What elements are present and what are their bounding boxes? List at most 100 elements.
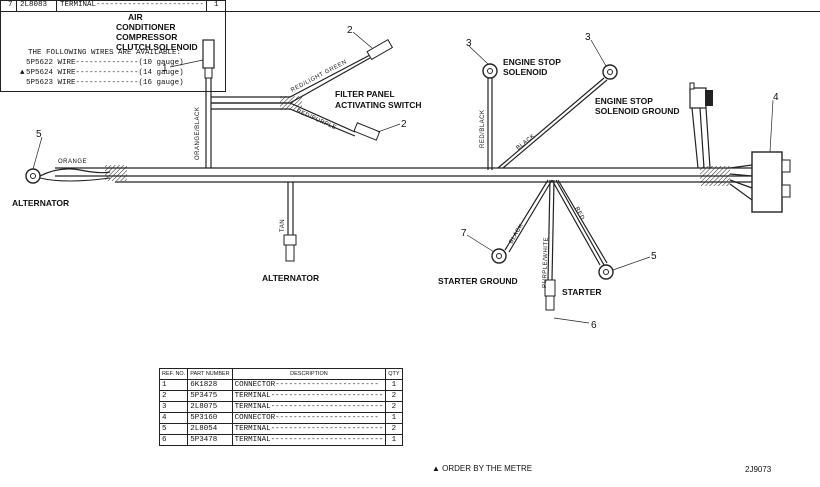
cell-qty: 2 xyxy=(385,423,403,435)
callout-4: 4 xyxy=(773,92,779,103)
parts-table-continued: 7 2L8083 TERMINAL-----------------------… xyxy=(0,0,820,92)
order-footnote: ▲ ORDER BY THE METRE xyxy=(432,464,533,473)
callout-2a: 2 xyxy=(347,25,353,36)
cell-desc: CONNECTOR----------------------- xyxy=(231,379,387,391)
table-row: 2 5P3475 TERMINAL-----------------------… xyxy=(158,390,403,402)
engine-stop-terminal xyxy=(482,63,498,170)
label-engine-ground-2: SOLENOID GROUND xyxy=(595,106,680,116)
col-qty: QTY xyxy=(385,368,403,380)
wire-label-orange: ORANGE xyxy=(58,159,87,165)
list-item: 5P5622 WIRE--------------(10 gauge) xyxy=(20,58,184,68)
col-part: PART NUMBER xyxy=(187,368,233,380)
table-row: 3 2L8075 TERMINAL-----------------------… xyxy=(158,401,403,413)
label-engine-stop-2: SOLENOID xyxy=(503,67,547,77)
wire-label-black-lower: BLACK xyxy=(509,223,525,245)
drawing-number: 2J9073 xyxy=(745,465,772,474)
alternator-left-terminal xyxy=(25,168,111,184)
wire-label-red-black: RED/BLACK xyxy=(480,109,486,148)
cell-qty: 2 xyxy=(385,401,403,413)
cell-ref: 3 xyxy=(158,401,189,413)
col-ref: REF. NO. xyxy=(158,368,189,380)
engine-ground-terminal xyxy=(497,64,618,169)
cell-ref: 4 xyxy=(158,412,189,424)
ac-solenoid-connector xyxy=(202,39,215,168)
wire-part: 5P5623 xyxy=(26,79,54,87)
label-alternator-left: ALTERNATOR xyxy=(12,198,69,208)
cell-ref: 5 xyxy=(158,423,189,435)
list-item: 5P5623 WIRE--------------(16 gauge) xyxy=(20,78,184,88)
wire-desc: WIRE xyxy=(57,79,76,87)
cell-desc: TERMINAL------------------------- xyxy=(231,390,387,402)
cell-part: 5P3160 xyxy=(187,412,233,424)
callout-1: 1 xyxy=(162,63,168,74)
cell-qty: 1 xyxy=(385,379,403,391)
cell-qty: 1 xyxy=(214,1,219,9)
order-mark: ▲ xyxy=(20,69,25,77)
label-engine-stop-1: ENGINE STOP xyxy=(503,57,561,67)
wire-part: 5P5624 xyxy=(26,69,54,77)
wire-label-tan: TAN xyxy=(280,219,286,232)
cell-qty: 2 xyxy=(385,390,403,402)
table-row: 4 5P3160 CONNECTOR----------------------… xyxy=(158,412,403,424)
alternator-bottom-lead xyxy=(283,182,297,262)
label-ac-2: CONDITIONER xyxy=(116,22,176,32)
list-item: ▲5P5624 WIRE--------------(14 gauge) xyxy=(20,68,184,78)
cell-desc: TERMINAL------------------------- xyxy=(231,401,387,413)
wire-gauge: --------------(10 gauge) xyxy=(75,59,184,67)
label-ac-4: CLUTCH SOLENOID xyxy=(116,42,198,52)
wire-gauge: --------------(14 gauge) xyxy=(75,69,184,77)
label-alternator-bottom: ALTERNATOR xyxy=(262,273,319,283)
cell-desc: TERMINAL------------------------- xyxy=(231,423,387,435)
table-row: 5 2L8054 TERMINAL-----------------------… xyxy=(158,423,403,435)
wire-desc: WIRE xyxy=(57,69,76,77)
cell-ref: 6 xyxy=(158,434,189,446)
cell-desc: TERMINAL------------------------- xyxy=(231,434,387,446)
label-engine-ground-1: ENGINE STOP xyxy=(595,96,653,106)
cell-part: 5P3478 xyxy=(187,434,233,446)
label-filter-2: ACTIVATING SWITCH xyxy=(335,100,422,110)
available-wires-title: THE FOLLOWING WIRES ARE AVAILABLE: xyxy=(28,49,182,57)
cell-desc: CONNECTOR----------------------- xyxy=(231,412,387,424)
callout-2b: 2 xyxy=(401,119,407,130)
callout-3a: 3 xyxy=(466,38,472,49)
parts-table: REF. NO. PART NUMBER DESCRIPTION QTY 1 6… xyxy=(158,368,403,446)
cell-part: 2L8083 xyxy=(20,1,48,9)
cell-qty: 1 xyxy=(385,412,403,424)
table-row: 1 6K1828 CONNECTOR----------------------… xyxy=(158,379,403,391)
label-ac-1: AIR xyxy=(128,12,143,22)
callout-7: 7 xyxy=(461,228,467,239)
available-wires: THE FOLLOWING WIRES ARE AVAILABLE: 5P562… xyxy=(20,48,184,88)
cell-ref: 1 xyxy=(158,379,189,391)
cell-part: 2L8054 xyxy=(187,423,233,435)
label-starter-ground: STARTER GROUND xyxy=(438,276,518,286)
label-starter: STARTER xyxy=(562,287,602,297)
cell-ref: 2 xyxy=(158,390,189,402)
callout-3b: 3 xyxy=(585,32,591,43)
filter-switch-branch xyxy=(211,38,394,141)
starter-branches xyxy=(491,179,614,311)
table-row: 7 2L8083 TERMINAL-----------------------… xyxy=(0,0,820,12)
callout-5b: 5 xyxy=(651,251,657,262)
leader-lines xyxy=(32,31,774,324)
main-connector-block xyxy=(729,151,791,213)
cell-part: 6K1828 xyxy=(187,379,233,391)
wire-label-red-purple: RED/PURPLE xyxy=(295,108,337,131)
cell-part: 2L8075 xyxy=(187,401,233,413)
wire-label-purple-white: PURPLE/WHITE xyxy=(542,237,550,288)
callout-6: 6 xyxy=(591,320,597,331)
cell-desc: TERMINAL------------------------ xyxy=(60,1,205,9)
wire-gauge: --------------(16 gauge) xyxy=(75,79,184,87)
callout-5a: 5 xyxy=(36,129,42,140)
wire-label-orange-black: ORANGE/BLACK xyxy=(195,107,201,160)
label-filter-1: FILTER PANEL xyxy=(335,89,395,99)
small-plug xyxy=(689,82,713,169)
main-harness xyxy=(55,165,760,186)
label-ac-3: COMPRESSOR xyxy=(116,32,177,42)
cell-ref: 7 xyxy=(8,1,13,9)
wire-desc: WIRE xyxy=(57,59,76,67)
cell-part: 5P3475 xyxy=(187,390,233,402)
wire-part: 5P5622 xyxy=(26,59,54,67)
col-desc: DESCRIPTION xyxy=(231,368,387,380)
cell-qty: 1 xyxy=(385,434,403,446)
